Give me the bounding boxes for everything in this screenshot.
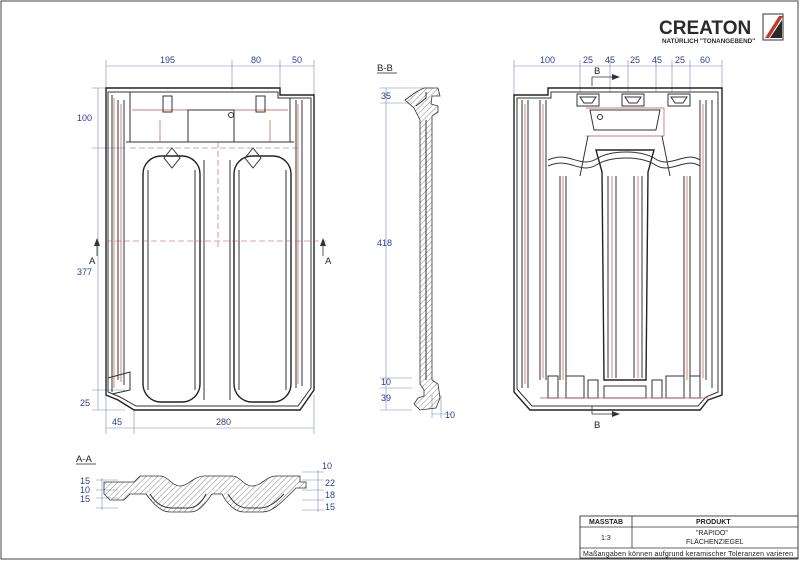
section-arrow-a-left: A (89, 238, 100, 267)
section-arrow-a-right: A (320, 238, 332, 267)
brand-name: CREATON (659, 18, 751, 39)
dim-aa-left-1: 15 (80, 476, 90, 486)
dim-back-top-7: 60 (700, 55, 710, 65)
dim-front-left-3: 25 (80, 398, 90, 408)
dim-front-top-2: 80 (251, 55, 261, 65)
dim-back-top-2: 25 (583, 55, 593, 65)
dim-bb-2: 418 (377, 238, 392, 248)
section-mark-b-top: B (594, 66, 600, 77)
section-bb-view: B-B 35 418 10 39 10 (377, 63, 455, 420)
scale-label: MASSTAB (589, 519, 623, 526)
dim-aa-left-2: 10 (80, 485, 90, 495)
product-name: "RAPIDO" (696, 530, 728, 537)
dim-front-bottom-2: 280 (216, 417, 231, 427)
section-aa-title: A-A (76, 454, 93, 465)
dim-bb-3: 10 (381, 377, 391, 387)
dim-aa-right-4: 15 (325, 502, 335, 512)
tolerance-note: Maßangaben können aufgrund keramischer T… (583, 551, 793, 558)
section-mark-b-bottom: B (594, 420, 600, 431)
dim-aa-left-3: 15 (80, 494, 90, 504)
dim-front-bottom-1: 45 (112, 417, 122, 427)
dim-back-top-5: 45 (652, 55, 662, 65)
title-block: MASSTAB 1:3 PRODUKT "RAPIDO" FLÄCHENZIEG… (579, 515, 799, 559)
dim-bb-5: 10 (445, 410, 455, 420)
creaton-logo: CREATON NATÜRLICH "TONANGEBEND" (659, 13, 784, 45)
back-view: 100 25 45 25 45 25 60 (513, 55, 723, 431)
section-bb-title: B-B (377, 63, 393, 74)
dim-back-top-6: 25 (675, 55, 685, 65)
dim-aa-right-2: 22 (325, 478, 335, 488)
section-arrow-b-top: B (591, 66, 620, 86)
dim-back-top-1: 100 (540, 55, 555, 65)
dim-bb-4: 39 (381, 393, 391, 403)
product-label: PRODUKT (696, 519, 731, 526)
dim-back-top-3: 45 (605, 55, 615, 65)
dim-bb-1: 35 (381, 91, 391, 101)
scale-value: 1:3 (601, 535, 611, 542)
brand-tagline: NATÜRLICH "TONANGEBEND" (662, 36, 755, 45)
section-mark-a-right: A (325, 256, 332, 267)
front-view: 195 80 50 100 377 25 45 280 (77, 55, 332, 434)
dim-front-left-2: 377 (77, 267, 92, 277)
dim-front-left-1: 100 (77, 113, 92, 123)
dim-aa-right-3: 18 (325, 490, 335, 500)
logo-mark-icon (762, 13, 784, 41)
section-arrow-b-bottom: B (591, 406, 620, 431)
product-type: FLÄCHENZIEGEL (686, 538, 744, 546)
section-mark-a-left: A (89, 256, 96, 267)
dim-front-top-1: 195 (160, 55, 175, 65)
dim-aa-right-1: 10 (322, 461, 332, 471)
dim-front-top-3: 50 (292, 55, 302, 65)
section-aa-view: A-A 15 10 15 10 22 18 15 (76, 454, 335, 513)
dim-back-top-4: 25 (630, 55, 640, 65)
